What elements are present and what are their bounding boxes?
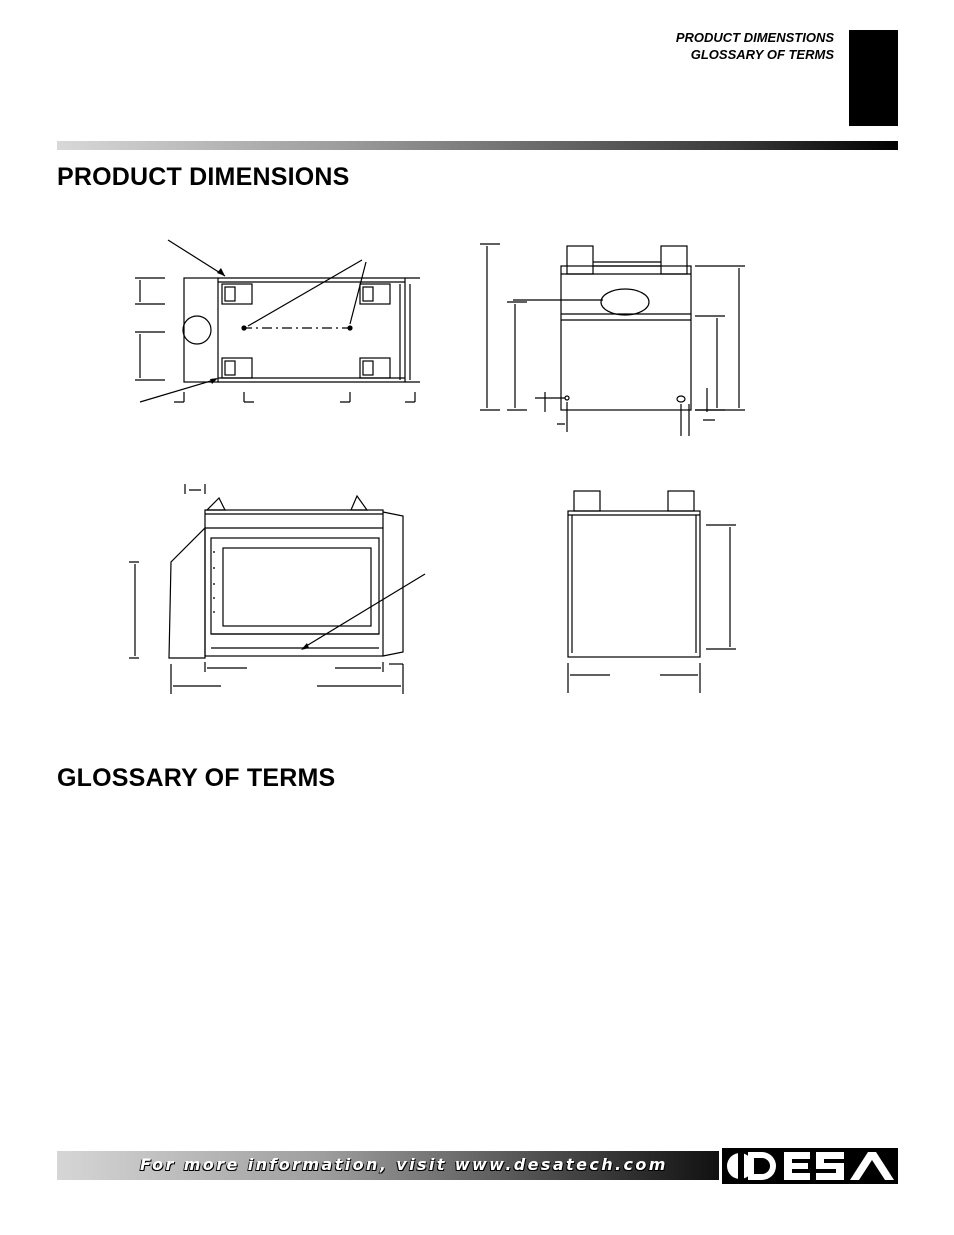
front-view-drawing xyxy=(475,238,765,443)
glossary-of-terms-title: GLOSSARY OF TERMS xyxy=(57,764,336,792)
footer-website-text: For more information, visit www.desatech… xyxy=(140,1155,668,1174)
product-dimensions-title: PRODUCT DIMENSIONS xyxy=(57,163,350,191)
running-header: PRODUCT DIMENSTIONS GLOSSARY OF TERMS xyxy=(676,29,834,63)
desa-logo xyxy=(722,1148,898,1189)
footer-bar xyxy=(57,1151,719,1180)
top-view-drawing xyxy=(130,232,430,432)
side-view-drawing xyxy=(560,485,750,700)
header-rule xyxy=(57,141,898,150)
section-tab xyxy=(849,30,898,126)
running-header-line-1: PRODUCT DIMENSTIONS xyxy=(675,30,834,45)
front-elevation-drawing xyxy=(125,478,445,698)
running-header-line-2: GLOSSARY OF TERMS xyxy=(690,47,834,62)
